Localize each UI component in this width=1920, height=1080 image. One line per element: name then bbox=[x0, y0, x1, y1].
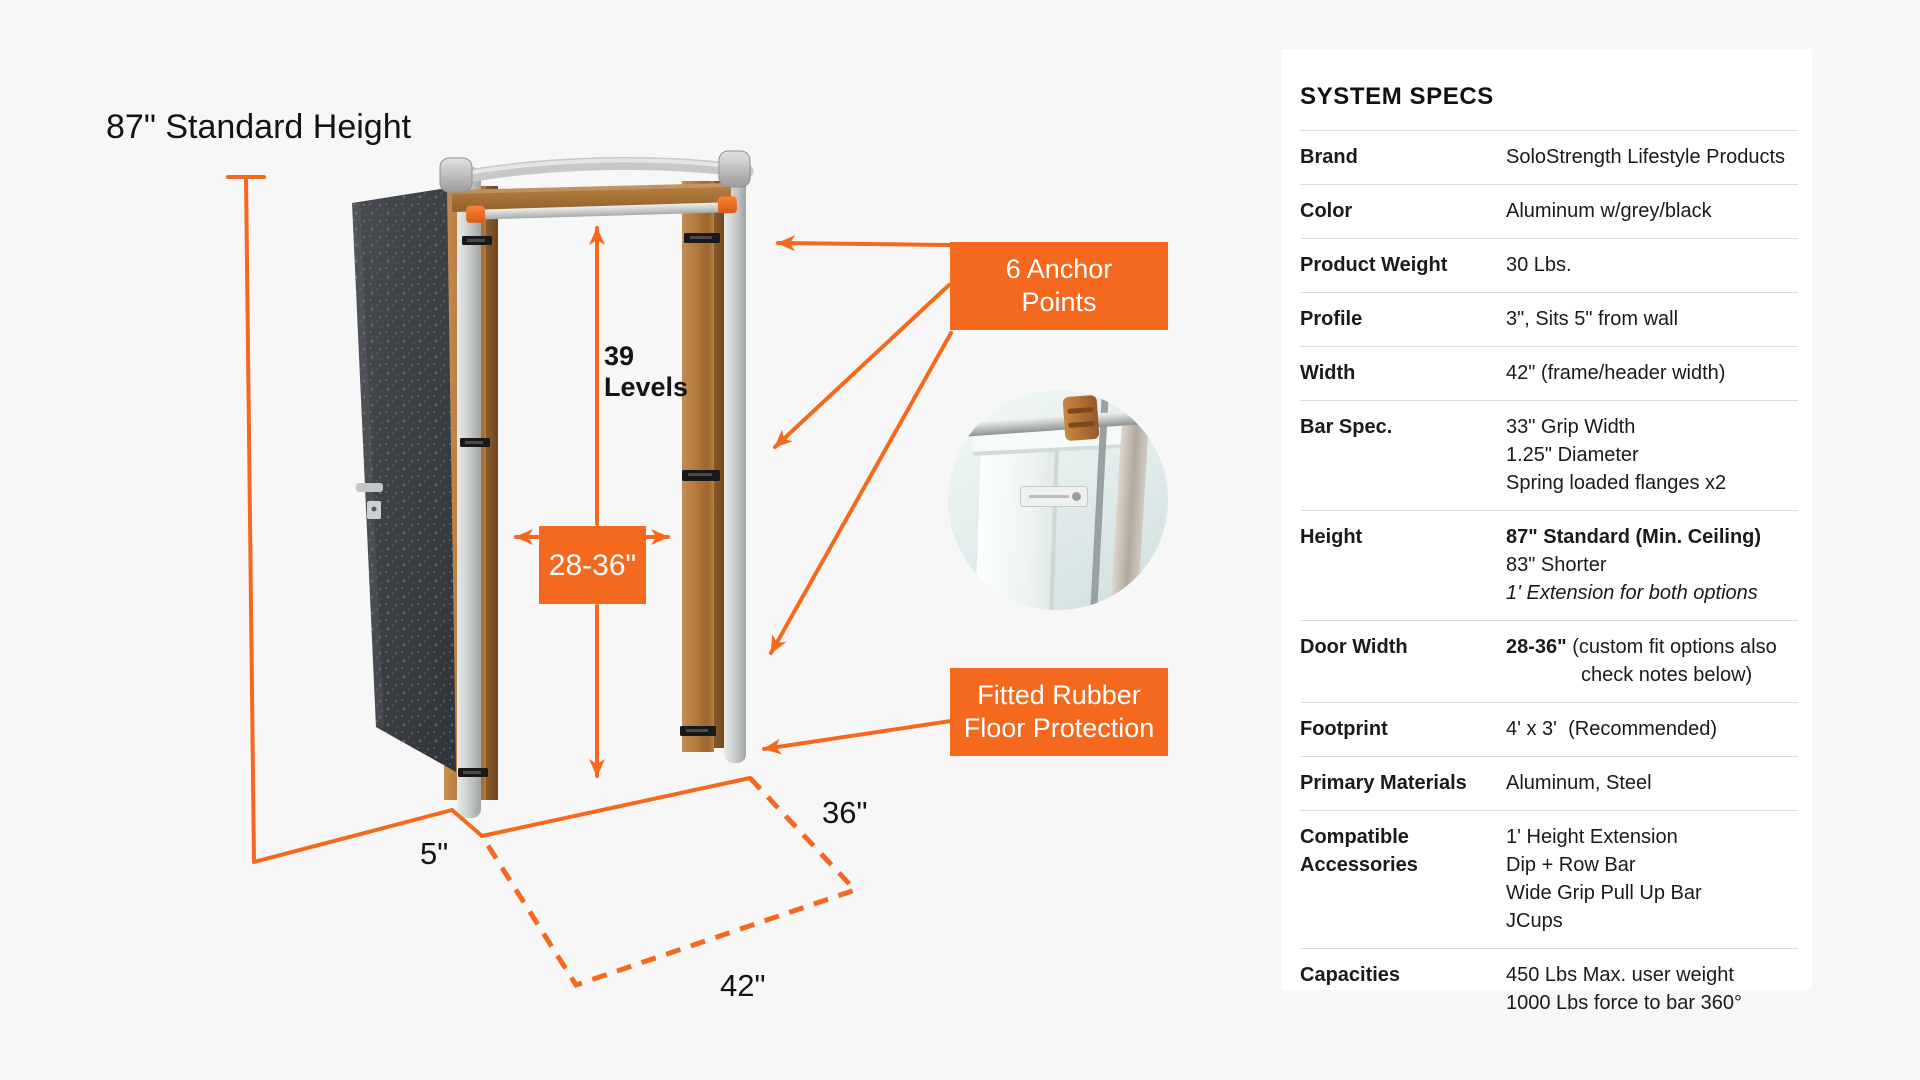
spec-value: 1' Height Extension bbox=[1506, 826, 1678, 848]
system-specs-card: SYSTEM SPECS Brand SoloStrength Lifestyl… bbox=[1281, 49, 1812, 1014]
footprint-depth-dimension: 36" bbox=[822, 795, 868, 830]
door-handle bbox=[356, 483, 383, 492]
spec-value: Aluminum w/grey/black bbox=[1506, 200, 1712, 222]
spec-row-height: Height 87" Standard (Min. Ceiling) 83" S… bbox=[1300, 510, 1798, 620]
spec-value: SoloStrength Lifestyle Products bbox=[1506, 146, 1786, 168]
spec-label: Capacities bbox=[1300, 964, 1401, 986]
spec-label: Height bbox=[1300, 526, 1363, 548]
spec-row-primary-materials: Primary Materials Aluminum, Steel bbox=[1300, 756, 1798, 810]
spec-row-compatible-accessories: Compatible Accessories 1' Height Extensi… bbox=[1300, 810, 1798, 948]
spec-label: Primary Materials bbox=[1300, 772, 1467, 794]
footprint-width-dimension: 42" bbox=[720, 968, 766, 1003]
spec-label: Profile bbox=[1300, 308, 1363, 330]
spec-value: 3", Sits 5" from wall bbox=[1506, 308, 1679, 330]
spec-value: 87" Standard (Min. Ceiling) bbox=[1506, 526, 1762, 548]
footprint-front-edge bbox=[480, 776, 752, 838]
spec-label: Color bbox=[1300, 200, 1353, 222]
anchor-arrow-bottom bbox=[769, 331, 953, 655]
spec-row-product-weight: Product Weight 30 Lbs. bbox=[1300, 238, 1798, 292]
floor-protection-badge: Fitted Rubber Floor Protection bbox=[950, 668, 1168, 756]
spec-value: Wide Grip Pull Up Bar bbox=[1506, 882, 1702, 904]
door-width-badge: 28-36" bbox=[539, 526, 646, 604]
photo-anchor-bracket bbox=[1020, 486, 1088, 507]
spec-value: 42" (frame/header width) bbox=[1506, 362, 1726, 384]
spec-label: Brand bbox=[1300, 146, 1358, 168]
wall-offset-dimension: 5" bbox=[420, 836, 449, 871]
spec-label: Compatible Accessories bbox=[1300, 826, 1418, 876]
spec-label: Footprint bbox=[1300, 718, 1388, 740]
spec-row-footprint: Footprint 4' x 3' (Recommended) bbox=[1300, 702, 1798, 756]
spec-value: 1.25" Diameter bbox=[1506, 444, 1639, 466]
doorframe-photo-jamb bbox=[974, 430, 1060, 610]
spec-row-door-width: Door Width 28-36" (custom fit options al… bbox=[1300, 620, 1798, 702]
bar-flange-right bbox=[717, 196, 738, 214]
spec-value: 1000 Lbs force to bar 360° bbox=[1506, 992, 1742, 1014]
anchor-arrow-top bbox=[776, 235, 951, 252]
spec-value: 1' Extension for both options bbox=[1506, 582, 1758, 604]
floor-protection-arrow bbox=[762, 719, 953, 755]
spec-label: Bar Spec. bbox=[1300, 416, 1393, 438]
anchor-points-badge: 6 Anchor Points bbox=[950, 242, 1168, 330]
anchor-brackets bbox=[458, 233, 720, 777]
spec-value-rest: (custom fit options also bbox=[1566, 636, 1777, 658]
spec-value: Spring loaded flanges x2 bbox=[1506, 472, 1727, 494]
spec-value: 28-36" (custom fit options also bbox=[1506, 633, 1798, 661]
bar-mount-detail-photo bbox=[948, 390, 1168, 610]
spec-row-bar-spec: Bar Spec. 33" Grip Width 1.25" Diameter … bbox=[1300, 400, 1798, 510]
spec-value: 33" Grip Width bbox=[1506, 416, 1636, 438]
door-panel bbox=[352, 188, 456, 772]
levels-label: 39 Levels bbox=[604, 341, 689, 402]
photo-copper-clamp bbox=[1062, 394, 1100, 442]
spec-row-profile: Profile 3", Sits 5" from wall bbox=[1300, 292, 1798, 346]
spec-label: Product Weight bbox=[1300, 254, 1448, 276]
spec-value: 450 Lbs Max. user weight bbox=[1506, 964, 1734, 986]
right-upright bbox=[682, 156, 746, 763]
specs-title: SYSTEM SPECS bbox=[1300, 83, 1494, 110]
spec-value: 4' x 3' (Recommended) bbox=[1506, 718, 1718, 740]
spec-value: Aluminum, Steel bbox=[1506, 772, 1652, 794]
footprint-dashed-outline bbox=[479, 776, 860, 989]
anchor-arrow-middle bbox=[773, 283, 951, 449]
standard-height-label: 87" Standard Height bbox=[106, 108, 412, 146]
pullup-bar bbox=[465, 196, 738, 223]
spec-label: Width bbox=[1300, 362, 1356, 384]
spec-value: check notes below) bbox=[1581, 664, 1753, 686]
spec-value: 83" Shorter bbox=[1506, 554, 1607, 576]
spec-row-capacities: Capacities 450 Lbs Max. user weight 1000… bbox=[1300, 948, 1798, 1030]
spec-row-width: Width 42" (frame/header width) bbox=[1300, 346, 1798, 400]
spec-label: Door Width bbox=[1300, 636, 1408, 658]
spec-value: JCups bbox=[1506, 910, 1563, 932]
height-dimension-line bbox=[226, 175, 454, 864]
bar-flange-left bbox=[465, 205, 486, 223]
wall-offset-segment bbox=[450, 808, 484, 838]
spec-row-brand: Brand SoloStrength Lifestyle Products bbox=[1300, 130, 1798, 184]
spec-value: Dip + Row Bar bbox=[1506, 854, 1636, 876]
top-tube bbox=[439, 150, 754, 193]
spec-row-color: Color Aluminum w/grey/black bbox=[1300, 184, 1798, 238]
spec-value-bold: 28-36" bbox=[1506, 636, 1567, 658]
spec-value: 30 Lbs. bbox=[1506, 254, 1572, 276]
